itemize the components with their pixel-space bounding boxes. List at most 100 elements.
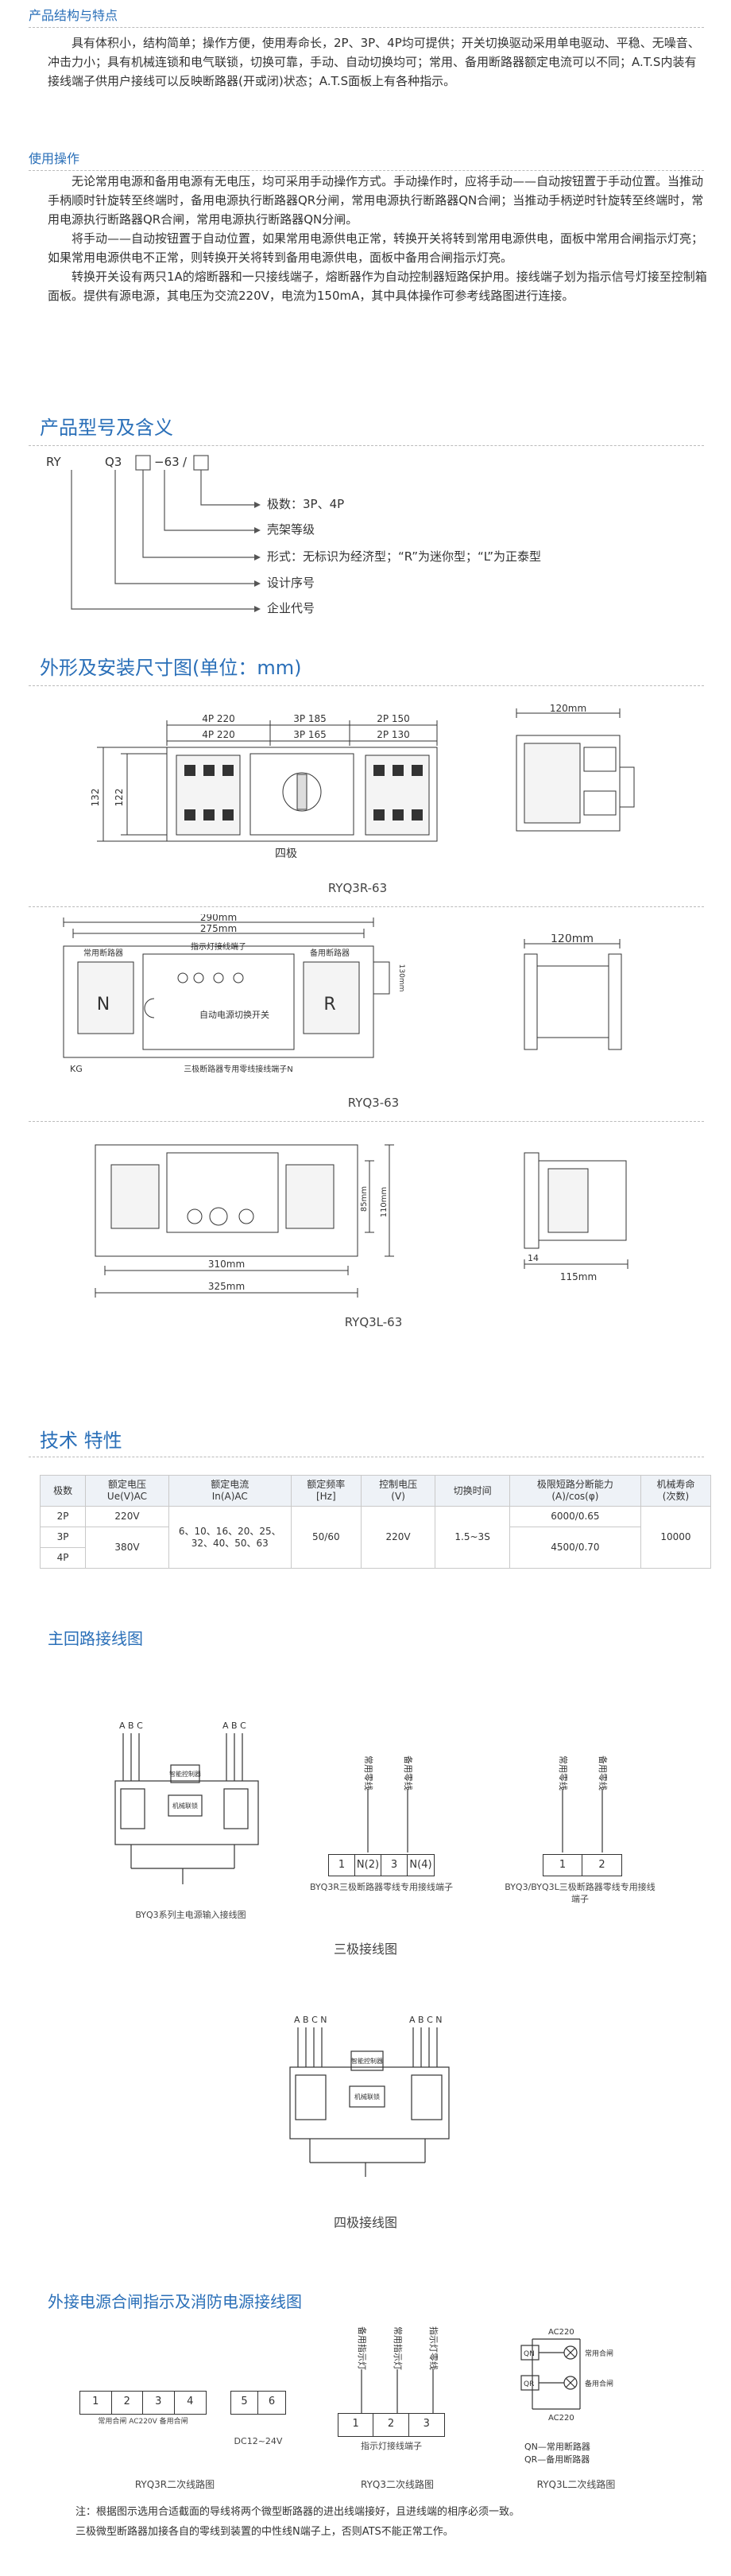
caption-ryq3-secondary: RYQ3二次线路图	[361, 2479, 434, 2490]
four-pole-title: 四极接线图	[333, 2215, 397, 2230]
cell-life: 10000	[640, 1506, 712, 1569]
dim-290mm: 290mm	[200, 914, 237, 923]
cell-380v: 380V	[85, 1527, 169, 1569]
cell-current: 6、10、16、20、25、32、40、50、63	[168, 1506, 292, 1569]
th-poles: 极数	[39, 1475, 87, 1507]
terminal-1: 1	[329, 1855, 355, 1876]
terminal-1: 1	[543, 1855, 582, 1876]
dim-310mm: 310mm	[208, 1259, 245, 1270]
qn-label: QN	[524, 2350, 535, 2358]
ac220-top: AC220	[548, 2328, 574, 2337]
section-title-external: 外接电源合闸指示及消防电源接线图	[48, 2292, 302, 2311]
ryq3r-side-drawing: 120mm	[516, 704, 635, 832]
code-slash: /	[183, 455, 188, 469]
wiring-diagram-byq3l: 常用零线 备用零线	[558, 1755, 609, 1852]
th-life: 机械寿命(次数)	[640, 1475, 712, 1507]
qr-label: QR	[524, 2380, 534, 2388]
caption-byq3l: BYQ3/BYQ3L三极断路器零线专用接线端子	[505, 1882, 656, 1904]
divider	[29, 445, 704, 446]
label-ats: 自动电源切换开关	[199, 1009, 269, 1020]
terminal-block-4: 1 N(2) 3 N(4)	[328, 1854, 435, 1876]
abcn-right: A B C N	[409, 2015, 442, 2025]
dim-130mm: 130mm	[397, 964, 405, 992]
usage-para-2: 将手动——自动按钮置于自动位置，如果常用电源供电正常，转换开关将转到常用电源供电…	[48, 231, 704, 265]
side-120mm-2: 120mm	[551, 934, 594, 945]
cell-220v: 220V	[85, 1506, 169, 1527]
ryq3l-secondary-circuit: AC220 AC220 QN QR 常用合闸 备用合闸	[520, 2328, 613, 2423]
explain-design: 设计序号	[267, 576, 315, 590]
terminal-n2: N(2)	[355, 1855, 381, 1876]
ryq3l-front-drawing: 310mm 325mm 85mm 110mm	[95, 1144, 394, 1298]
terminal-1: 1	[80, 2392, 112, 2414]
cell-2p: 2P	[39, 1506, 87, 1527]
four-pole-label: 四极	[275, 848, 297, 860]
features-text: 具有体积小，结构简单；操作方便，使用寿命长，2P、3P、4P均可提供；开关切换驱…	[48, 36, 700, 88]
terminal-4: 4	[187, 2396, 194, 2407]
lamp-wiring-labels: 备用指示灯 常用指示灯 指示灯零线	[357, 2326, 439, 2413]
dim-h-132: 132	[90, 789, 101, 807]
cell-breaking-1: 6000/0.65	[509, 1506, 641, 1527]
side-120mm-1: 120mm	[550, 704, 586, 714]
cell-4p: 4P	[39, 1547, 87, 1569]
terminal-block-rq3r: 1 2 3 4	[79, 2391, 207, 2415]
label-backup-breaker: 备用断路器	[310, 948, 350, 958]
terminal-2: 2	[598, 1859, 605, 1871]
caption-wiring-main: BYQ3系列主电源输入接线图	[135, 1910, 246, 1920]
caption-byq3r: BYQ3R三极断路器零线专用接线端子	[310, 1882, 453, 1892]
note-2: 三极微型断路器加接各自的零线到装置的中性线N端子上，否则ATS不能正常工作。	[75, 2526, 454, 2538]
backup-lamp-label: 备用指示灯	[357, 2326, 368, 2370]
table-row: 2P 220V 6、10、16、20、25、32、40、50、63 50/60 …	[39, 1506, 712, 1569]
terminal-block-2: 1 2	[543, 1854, 622, 1876]
label-normal-breaker: 常用断路器	[83, 948, 123, 958]
caption-ryq3: RYQ3-63	[347, 1096, 400, 1110]
ryq3l-side-drawing: 14 115mm	[524, 1152, 629, 1282]
terminal-block-lamp: 1 2 3	[338, 2413, 445, 2437]
backup-neutral-label: 备用零线	[403, 1755, 414, 1790]
abc-right: A B C	[222, 1721, 246, 1731]
side-14: 14	[528, 1253, 539, 1263]
code-q3: Q3	[105, 455, 122, 469]
note-1: 注：根据图示选用合适截面的导线将两个微型断路器的进出线端接好，且进线端的相序必须…	[75, 2506, 520, 2518]
wiring-diagram-byq3r: 常用零线 备用零线	[363, 1755, 414, 1852]
code-ry: RY	[46, 455, 61, 469]
normal-on-label: 常用合闸	[585, 2349, 613, 2358]
label-lamp-terminal: 指示灯接线端子	[191, 941, 246, 952]
divider	[29, 906, 704, 907]
dim-4p-220-a: 4P 220	[202, 713, 235, 724]
legend-qn: QN—常用断路器	[524, 2442, 590, 2452]
ryq3-front-drawing: 290mm 275mm 常用断路器 指示灯接线端子 备用断路器 N R 自动电源…	[63, 914, 405, 1074]
features-paragraph: 具有体积小，结构简单；操作方便，使用寿命长，2P、3P、4P均可提供；开关切换驱…	[48, 33, 707, 91]
divider	[29, 685, 704, 686]
caption-ryq3r-secondary: RYQ3R二次线路图	[134, 2479, 215, 2490]
terminal-3: 3	[423, 2418, 430, 2430]
caption-ryq3l: RYQ3L-63	[344, 1315, 403, 1329]
usage-paragraphs: 无论常用电源和备用电源有无电压，均可采用手动操作方式。手动操作时，应将手动——自…	[48, 172, 707, 305]
terminal-n4: N(4)	[409, 1859, 432, 1871]
backup-neutral-label-2: 备用零线	[598, 1755, 609, 1790]
cell-breaking-2: 4500/0.70	[509, 1527, 641, 1569]
abc-left: A B C	[119, 1721, 143, 1731]
dim-2p-130: 2P 130	[377, 729, 410, 740]
usage-para-1: 无论常用电源和备用电源有无电压，均可采用手动操作方式。手动操作时，应将手动——自…	[48, 174, 704, 227]
dim-3p-185: 3P 185	[293, 713, 327, 724]
terminal-3: 3	[143, 2392, 175, 2414]
normal-neutral-label: 常用零线	[363, 1755, 374, 1790]
ryq3r-front-drawing: 4P 220 3P 185 2P 150 4P 220 3P 165 2P 13…	[90, 713, 438, 860]
ryq3-side-drawing: 120mm	[524, 934, 622, 1050]
divider	[29, 170, 704, 171]
dim-3p-165: 3P 165	[293, 729, 327, 740]
section-title-structure: 产品结构与特点	[29, 8, 118, 23]
label-rq3r-terminal: 常用合闸 AC220V 备用合闸	[98, 2418, 188, 2426]
ac220-bottom: AC220	[548, 2414, 574, 2423]
abcn-left: A B C N	[294, 2015, 327, 2025]
divider	[29, 27, 704, 28]
explain-company: 企业代号	[267, 601, 315, 615]
cell-3p: 3P	[39, 1527, 87, 1548]
caption-ryq3r: RYQ3R-63	[327, 881, 388, 895]
cell-switch: 1.5~3S	[435, 1506, 510, 1569]
section-title-usage: 使用操作	[29, 151, 80, 166]
terminal-3: 3	[381, 1855, 408, 1876]
dim-110mm: 110mm	[380, 1187, 389, 1218]
